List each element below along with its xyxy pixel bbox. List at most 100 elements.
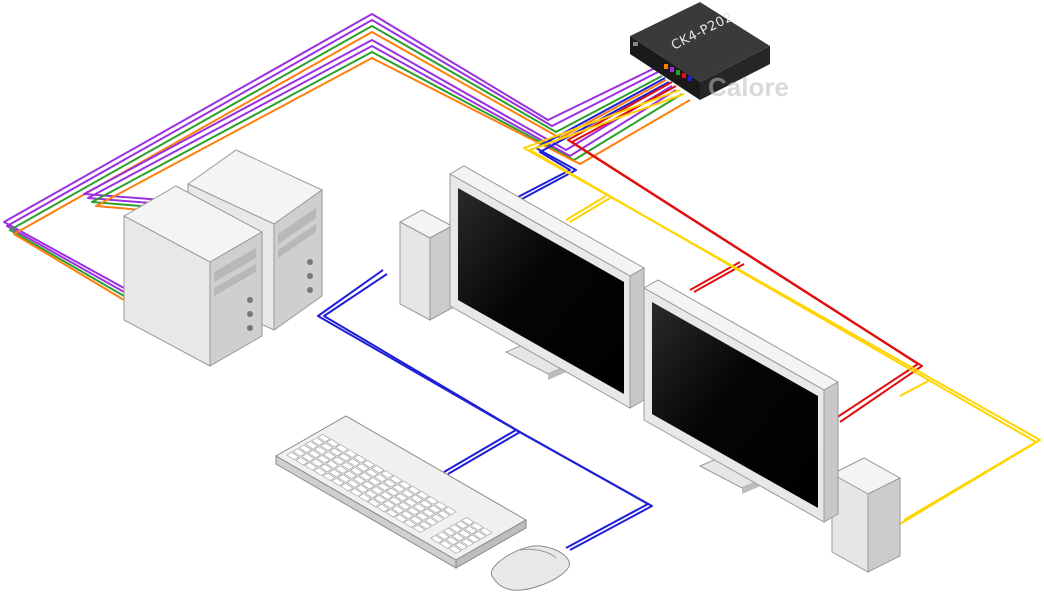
keyboard-key	[401, 489, 415, 498]
keyboard-key	[304, 441, 319, 450]
cable-blue-1	[519, 77, 666, 201]
keyboard-key	[328, 469, 342, 478]
keyboard-key	[419, 499, 433, 509]
keyboard-key	[364, 489, 378, 499]
keyboard-key	[355, 484, 369, 493]
keyboard-key	[317, 433, 331, 443]
keyboard-key	[448, 545, 462, 554]
keyboard-key	[394, 493, 409, 502]
keyboard-key	[337, 474, 351, 483]
keyboard-key	[385, 509, 399, 518]
keyboard-key	[301, 453, 315, 462]
keyboard-key	[352, 475, 367, 485]
keyboard-key	[479, 527, 493, 536]
keyboard-key	[322, 451, 337, 460]
cable-green-1	[9, 25, 663, 297]
keyboard-key	[461, 517, 475, 526]
keyboard-key	[457, 529, 472, 538]
keyboard-key	[406, 507, 421, 516]
keyboard-key	[388, 496, 403, 505]
keyboard-key	[394, 514, 408, 523]
keyboard-key	[412, 524, 426, 533]
keyboard-key	[376, 482, 391, 491]
keyboard-key	[331, 477, 345, 487]
keyboard-key	[470, 522, 484, 531]
cable-green-2	[91, 51, 683, 211]
keyboard-key	[335, 444, 349, 453]
keyboard-key	[313, 467, 327, 476]
keyboard-key	[365, 468, 379, 477]
cable-blue-mouse-b	[519, 431, 653, 551]
cable-blue-2	[515, 81, 670, 199]
keyboard-key	[410, 494, 424, 503]
keyboard-key	[454, 541, 468, 551]
keyboard-key	[367, 498, 381, 507]
mouse-icon	[490, 545, 570, 591]
monitor-screen	[458, 188, 624, 394]
keyboard-key	[466, 534, 481, 543]
keyboard-key	[329, 447, 343, 457]
monitor-screen	[652, 302, 818, 508]
keyboard-key	[298, 444, 313, 453]
keyboard-key	[295, 457, 309, 466]
keyboard-key	[358, 493, 372, 502]
keyboard-key	[346, 479, 360, 488]
cable-purple-1	[3, 13, 656, 289]
keyboard-key	[367, 477, 382, 486]
cable-orange-2	[95, 57, 691, 215]
keyboard-key	[304, 462, 318, 471]
cable-orange-1	[13, 31, 667, 301]
speaker-icon	[830, 457, 902, 573]
keyboard-key	[349, 467, 364, 476]
cable-red-2	[571, 85, 923, 423]
keyboard-key	[398, 480, 412, 489]
switch-ports	[664, 64, 692, 81]
keyboard-key	[445, 536, 459, 545]
keyboard-key	[412, 503, 427, 512]
keyboard-key	[448, 524, 463, 533]
keyboard-key	[307, 449, 322, 459]
keyboard-key	[443, 506, 457, 515]
keyboard-key	[451, 533, 466, 542]
watermark-text: Calore	[708, 72, 789, 102]
keyboard-key	[397, 501, 412, 511]
keyboard-key	[403, 498, 418, 507]
keyboard-key	[362, 459, 376, 469]
keyboard-key	[455, 520, 469, 529]
keyboard-key	[338, 453, 352, 462]
keyboard-key	[389, 475, 403, 484]
keyboard-key	[343, 470, 358, 479]
keyboard-key	[347, 458, 361, 467]
keyboard-key	[373, 495, 387, 504]
keyboard-key	[379, 491, 394, 500]
keyboard-key	[460, 538, 475, 547]
keyboard-key	[358, 472, 373, 481]
cable-blue-mouse	[515, 429, 649, 549]
keyboard-keys	[286, 433, 493, 554]
keyboard-icon	[274, 415, 528, 569]
keyboard-key	[340, 483, 354, 492]
keyboard-key	[424, 517, 439, 526]
keyboard-key	[376, 503, 390, 513]
cable-yellow-speaker	[565, 195, 607, 221]
keyboard-key	[371, 465, 385, 474]
keyboard-key	[421, 508, 436, 517]
cable-yellow-speaker-b	[569, 197, 611, 223]
keyboard-key	[473, 531, 487, 540]
keyboard-key	[434, 501, 448, 510]
computer-cable-bundle	[3, 13, 691, 301]
keyboard-key	[310, 458, 324, 467]
speaker-icon	[398, 209, 454, 321]
keyboard-key	[391, 505, 405, 514]
keyboard-key	[320, 442, 334, 451]
keyboard-key	[319, 463, 333, 473]
keyboard-key	[383, 479, 397, 488]
keyboard-key	[349, 488, 363, 497]
keyboard-key	[344, 449, 358, 458]
cable-yellow-speaker2	[899, 379, 931, 397]
keyboard-key	[400, 510, 414, 519]
keyboard-key	[416, 491, 430, 500]
keyboard-key	[442, 527, 457, 537]
keyboard-key	[340, 461, 355, 471]
